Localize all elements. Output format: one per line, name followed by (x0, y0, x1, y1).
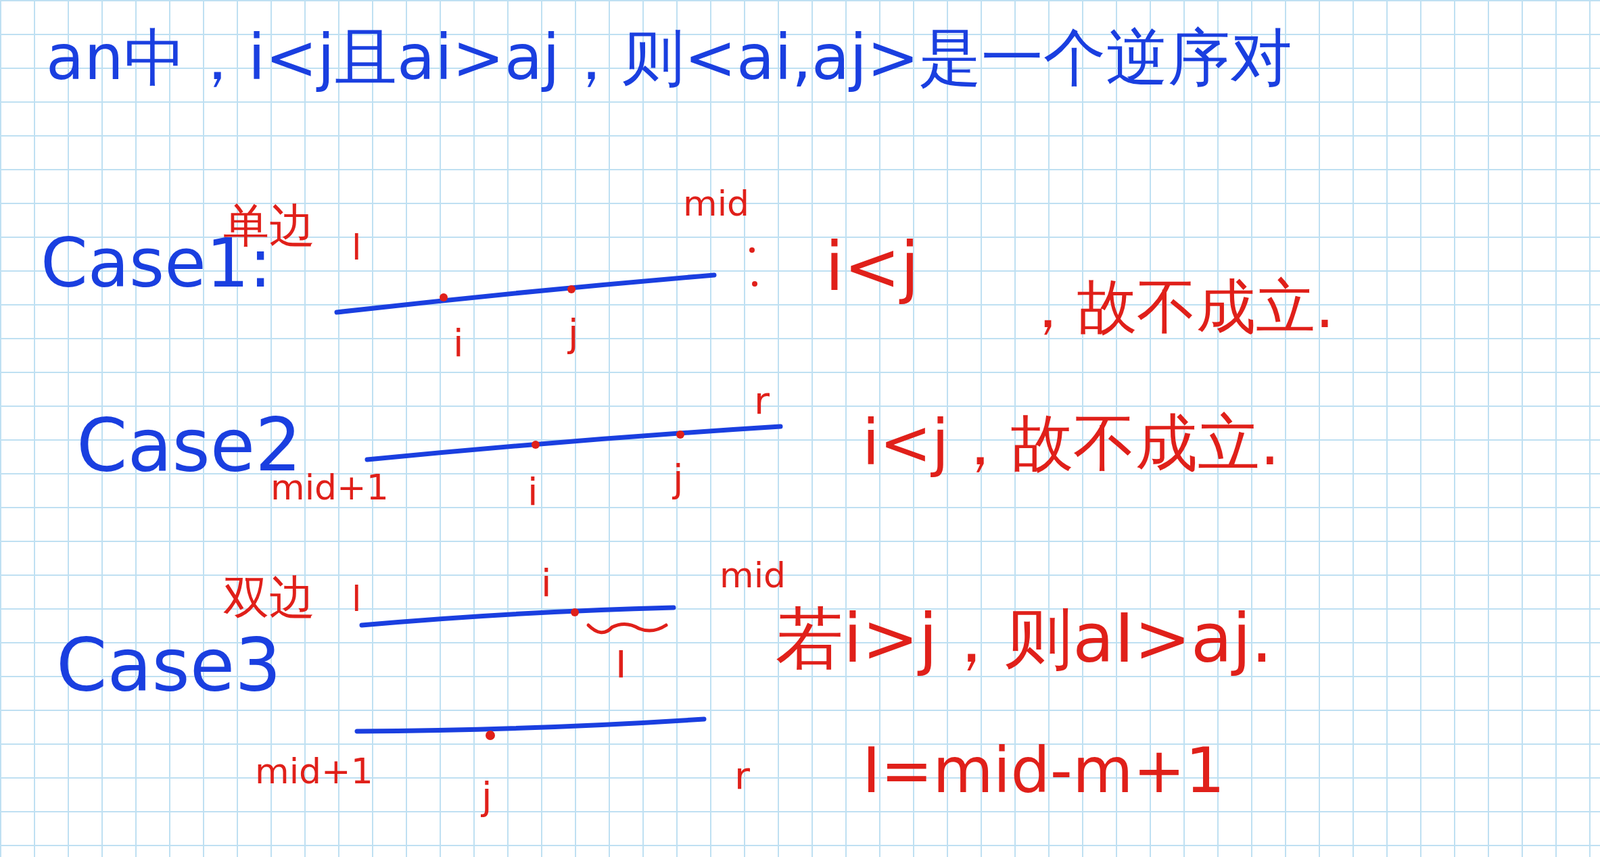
index-label: mid+1 (254, 754, 374, 790)
index-label: mid (719, 557, 786, 594)
index-label: l (351, 581, 362, 617)
index-dot (567, 285, 576, 294)
array-segment (367, 426, 781, 460)
condition: 若i>j，则aI>aj. (775, 605, 1273, 673)
index-label: i (540, 564, 552, 603)
index-label: r (734, 757, 750, 796)
array-segment (336, 275, 715, 313)
index-dot (439, 293, 448, 302)
index-label: mid (683, 185, 750, 222)
index-label: i (453, 324, 464, 363)
index-dot (570, 608, 579, 617)
statement: an中，i<j且ai>aj，则<ai,aj>是一个逆序对 (45, 27, 1293, 90)
array-segment (361, 607, 674, 626)
index-label: l (351, 229, 362, 266)
index-label: j (672, 459, 684, 498)
case-note: 单边 (223, 202, 316, 249)
tick-dot (751, 281, 758, 287)
index-dot (485, 731, 496, 741)
index-dot (676, 430, 685, 439)
conclusion: i<j，故不成立. (862, 412, 1280, 475)
conclusion: ，故不成立. (1017, 277, 1335, 337)
index-label: mid+1 (270, 469, 389, 506)
index-label: I (615, 645, 627, 684)
index-label: j (481, 777, 493, 816)
case-heading: Case3 (56, 628, 282, 702)
range-squiggle (588, 624, 667, 633)
tick-dot (749, 247, 755, 253)
case-heading: Case2 (76, 409, 302, 483)
formula: I=mid-m+1 (862, 740, 1225, 803)
index-label: r (754, 382, 770, 420)
index-label: i (527, 473, 539, 512)
index-label: j (568, 314, 579, 353)
array-segment (357, 719, 704, 732)
index-dot (531, 440, 540, 450)
condition: i<j (825, 233, 920, 301)
case-note: 双边 (223, 574, 316, 621)
